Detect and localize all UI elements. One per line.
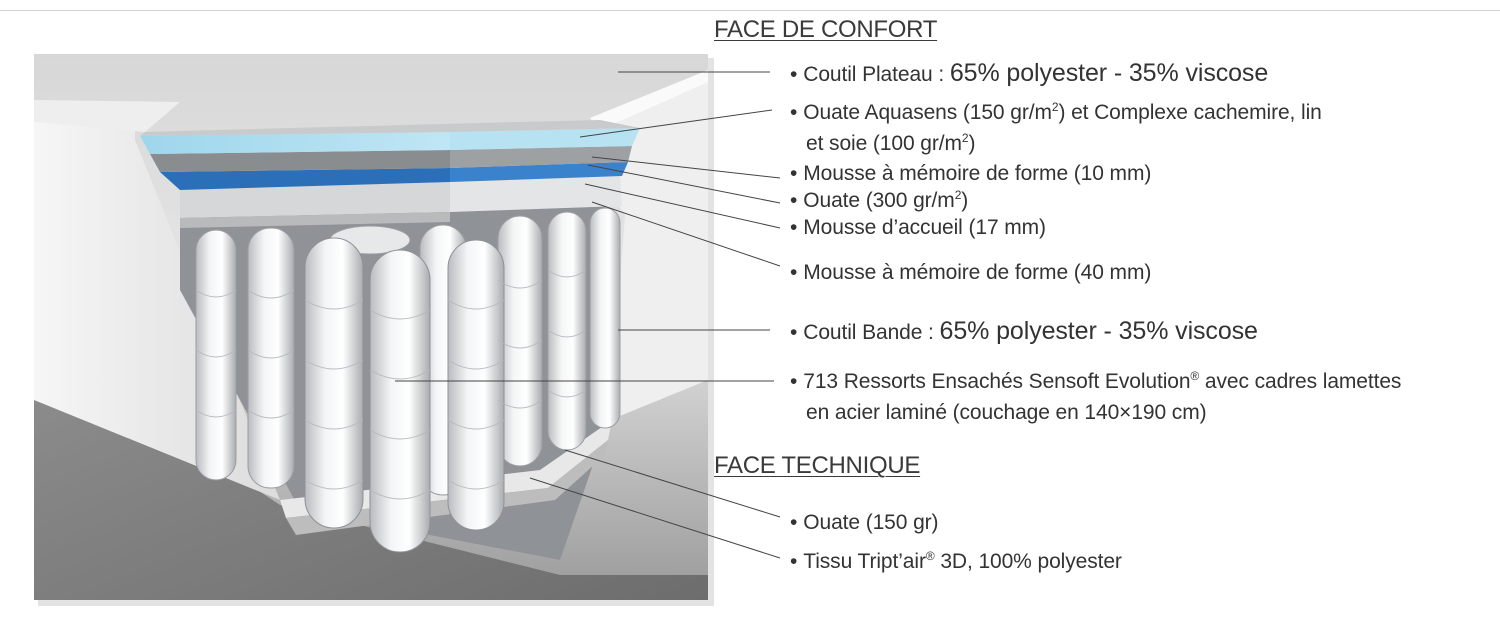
bullet: • (790, 511, 798, 534)
leader-ouate-150 (564, 449, 781, 518)
heading-face-de-confort: FACE DE CONFORT (714, 16, 938, 43)
comfort-layers (140, 120, 640, 228)
aquasens-layer (140, 132, 450, 154)
bottom-fabric-layer (286, 440, 608, 535)
label-tissu-triptair: •Tissu Tript’air® 3D, 100% polyester (790, 546, 1122, 577)
bullet: • (790, 189, 798, 212)
mattress-top-left (34, 100, 180, 132)
springs (195, 207, 621, 553)
bullet: • (790, 162, 798, 185)
label-ouate-300: •Ouate (300 gr/m2) (790, 185, 968, 216)
ouate-300-layer (160, 168, 450, 190)
bullet: • (790, 261, 798, 284)
label-name: Coutil Bande : (803, 321, 934, 344)
bullet: • (790, 550, 798, 573)
superscript: 2 (954, 188, 962, 202)
label-text: ) et Complexe cachemire, lin (1058, 101, 1322, 124)
heading-face-technique: FACE TECHNIQUE (714, 452, 921, 479)
floor-shadow (34, 340, 708, 600)
ticking-top-surface (140, 120, 640, 136)
label-coutil-plateau: •Coutil Plateau : 65% polyester - 35% vi… (790, 58, 1268, 90)
label-text: Mousse à mémoire de forme (10 mm) (803, 162, 1152, 185)
bullet: • (790, 101, 798, 124)
memory-foam-10-layer (150, 150, 450, 172)
bullet: • (790, 216, 798, 239)
memory-foam-40-layer (180, 182, 450, 218)
label-text: Tissu Tript’air (803, 550, 926, 573)
bullet: • (790, 321, 798, 344)
label-text: Ouate Aquasens (150 gr/m (803, 101, 1052, 124)
label-text: en acier laminé (couchage en 140×190 cm) (806, 401, 1207, 424)
superscript: 2 (1051, 100, 1059, 114)
leader-mousse-accueil (584, 183, 781, 229)
label-value: 65% polyester - 35% viscose (939, 317, 1258, 345)
label-text: 713 Ressorts Ensachés Sensoft Evolution (803, 370, 1191, 393)
label-mousse-memoire-10: •Mousse à mémoire de forme (10 mm) (790, 158, 1151, 189)
label-mousse-accueil: •Mousse d’accueil (17 mm) (790, 212, 1046, 243)
label-ressorts: •713 Ressorts Ensachés Sensoft Evolution… (790, 366, 1401, 428)
label-text: Ouate (300 gr/m (803, 189, 955, 212)
leader-mousse-40 (591, 201, 781, 267)
bullet: • (790, 63, 798, 86)
label-ouate-aquasens: •Ouate Aquasens (150 gr/m2) et Complexe … (790, 97, 1322, 159)
bullet: • (790, 370, 798, 393)
label-text: avec cadres lamettes (1199, 370, 1402, 393)
label-text: Mousse à mémoire de forme (40 mm) (803, 261, 1152, 284)
leader-tissu (529, 477, 781, 559)
leader-ouate-aquasens (579, 109, 773, 138)
label-text: Ouate (150 gr) (803, 511, 939, 534)
label-value: 65% polyester - 35% viscose (949, 59, 1269, 87)
leader-ouate-300 (587, 164, 781, 204)
label-text: Mousse d’accueil (17 mm) (803, 216, 1046, 239)
label-text: ) (961, 189, 969, 212)
leader-mousse-10 (591, 156, 781, 179)
superscript: ® (925, 549, 935, 563)
label-text: 3D, 100% polyester (934, 550, 1122, 573)
leader-lines (395, 71, 781, 559)
label-name: Coutil Plateau : (803, 63, 945, 86)
label-coutil-bande: •Coutil Bande : 65% polyester - 35% visc… (790, 316, 1258, 348)
mattress-top-right (590, 70, 708, 130)
superscript: 2 (961, 131, 969, 145)
label-ouate-150: •Ouate (150 gr) (790, 507, 939, 538)
label-text: ) (968, 132, 976, 155)
superscript: ® (1190, 369, 1200, 383)
label-text: et soie (100 gr/m (806, 132, 962, 155)
label-mousse-memoire-40: •Mousse à mémoire de forme (40 mm) (790, 257, 1151, 288)
top-divider (0, 10, 1500, 11)
